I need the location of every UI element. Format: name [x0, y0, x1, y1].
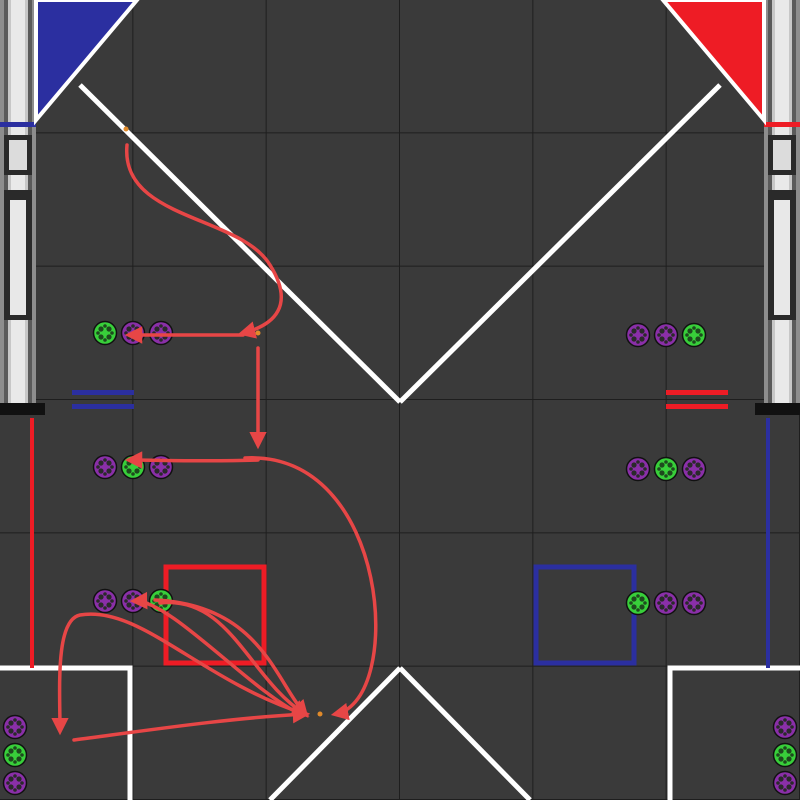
dot-icon [123, 126, 129, 132]
left-goal-rail [0, 0, 45, 415]
ball-icon [2, 714, 28, 740]
dot-icon [255, 330, 261, 336]
ball-icon [625, 456, 651, 482]
robot-path [51, 143, 378, 742]
ball-icon [681, 456, 707, 482]
ball-icon [2, 770, 28, 796]
ball-icon [772, 714, 798, 740]
path-segment-1 [125, 143, 283, 339]
ball-icon [625, 590, 651, 616]
red-goal [660, 0, 766, 126]
path-segment-9 [51, 612, 307, 736]
path-segment-4 [124, 451, 260, 469]
blue-goal [34, 0, 140, 126]
path-segment-10 [72, 705, 311, 742]
ball-icon [120, 320, 146, 346]
path-segment-5 [243, 456, 378, 721]
ball-icon [92, 454, 118, 480]
launch-lines [0, 83, 800, 800]
ball-icon [92, 320, 118, 346]
ball-icon [148, 320, 174, 346]
ball-icon [625, 322, 651, 348]
dot-icon [317, 711, 323, 717]
ball-icon [653, 456, 679, 482]
ball-icon [772, 742, 798, 768]
ball-icon [92, 588, 118, 614]
ball-icon [653, 322, 679, 348]
path-segment-6 [129, 591, 302, 716]
ball-icon [2, 742, 28, 768]
ball-icon [681, 322, 707, 348]
ball-icon [772, 770, 798, 796]
waypoints [123, 126, 323, 717]
ball-icon [653, 590, 679, 616]
right-goal-rail [755, 0, 800, 415]
blue-base-square [533, 564, 637, 666]
path-segment-8 [158, 600, 310, 717]
ball-icon [681, 590, 707, 616]
